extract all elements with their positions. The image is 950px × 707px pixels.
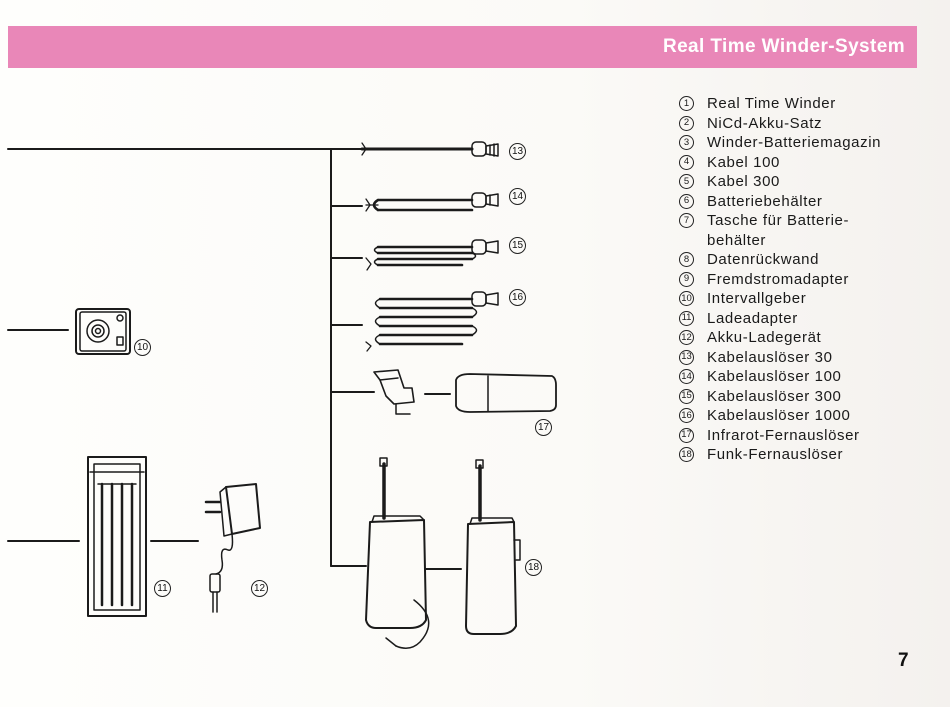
legend-label: NiCd-Akku-Satz	[707, 114, 823, 132]
legend-number: 8	[679, 252, 694, 267]
legend-item: 1 Real Time Winder	[679, 94, 881, 114]
legend-number: 15	[679, 388, 694, 404]
callout-12: 12	[251, 580, 268, 597]
legend-number: 10	[679, 291, 694, 306]
infrared-remote-drawing	[373, 369, 557, 415]
callout-16: 16	[509, 289, 526, 306]
legend-item: 16 Kabelauslöser 1000	[679, 406, 881, 426]
legend-label: Kabelauslöser 1000	[707, 407, 851, 424]
legend-item: 6 Batteriebehälter	[679, 192, 881, 212]
legend-label: Real Time Winder	[707, 95, 836, 112]
legend-number: 1	[679, 96, 694, 111]
legend-item: 7 Tasche für Batterie- behälter	[679, 211, 881, 250]
legend-item: 14 Kabelauslöser 100	[679, 367, 881, 387]
radio-remote-drawing	[365, 457, 521, 649]
legend-number: 14	[679, 369, 694, 384]
legend-number: 11	[679, 310, 694, 326]
legend-label: Datenrückwand	[707, 251, 820, 268]
legend-item: 3 Winder-Batteriemagazin	[679, 133, 881, 153]
legend-number: 16	[679, 408, 694, 423]
legend-item: 9 Fremdstromadapter	[679, 270, 881, 290]
legend-label: Batteriebehälter	[707, 192, 823, 210]
legend-item: 13 Kabelauslöser 30	[679, 348, 881, 368]
legend-label: Kabelauslöser 300	[707, 387, 842, 405]
legend-label: Funk-Fernauslöser	[707, 446, 844, 463]
legend-number: 17	[679, 427, 694, 443]
connector-lines	[7, 148, 462, 570]
legend-label: Tasche für Batterie- behälter	[707, 212, 850, 249]
callout-10: 10	[134, 339, 151, 356]
page-number: 7	[898, 650, 909, 671]
legend-label: Kabelauslöser 100	[707, 368, 842, 385]
legend-number: 5	[679, 174, 694, 189]
legend-item: 11 Ladeadapter	[679, 309, 881, 329]
legend-label: Akku-Ladegerät	[707, 329, 822, 346]
callout-17: 17	[535, 419, 552, 436]
charging-adapter-drawing	[87, 456, 147, 617]
legend-label: Kabelauslöser 30	[707, 348, 833, 366]
legend-number: 3	[679, 135, 694, 150]
legend-item: 8 Datenrückwand	[679, 250, 881, 270]
callout-15: 15	[509, 237, 526, 254]
legend-label: Kabel 300	[707, 173, 780, 190]
header-bar: Real Time Winder-System	[8, 26, 917, 68]
cable-release-300-drawing	[365, 239, 499, 271]
cable-release-1000-drawing	[365, 291, 499, 352]
legend-number: 18	[679, 447, 694, 462]
legend-item: 18 Funk-Fernauslöser	[679, 445, 881, 465]
legend-number: 6	[679, 193, 694, 209]
legend-item: 15 Kabelauslöser 300	[679, 387, 881, 407]
intervalometer-drawing	[75, 308, 131, 355]
callout-14: 14	[509, 188, 526, 205]
legend-item: 4 Kabel 100	[679, 153, 881, 173]
callout-11: 11	[154, 580, 171, 597]
callout-13: 13	[509, 143, 526, 160]
battery-charger-drawing	[204, 483, 261, 613]
legend-label: Intervallgeber	[707, 290, 807, 307]
legend-item: 17 Infrarot-Fernauslöser	[679, 426, 881, 446]
legend-number: 9	[679, 271, 694, 287]
legend-number: 2	[679, 115, 694, 131]
legend-item: 2 NiCd-Akku-Satz	[679, 114, 881, 134]
legend-label: Winder-Batteriemagazin	[707, 134, 882, 151]
legend-item: 12 Akku-Ladegerät	[679, 328, 881, 348]
legend-label: Ladeadapter	[707, 309, 798, 327]
parts-legend: 1 Real Time Winder 2 NiCd-Akku-Satz 3 Winder-…	[679, 94, 881, 465]
legend-label: Fremdstromadapter	[707, 270, 849, 288]
cable-release-30-drawing	[360, 141, 499, 157]
legend-number: 7	[679, 213, 694, 228]
legend-item: 10 Intervallgeber	[679, 289, 881, 309]
legend-number: 4	[679, 154, 694, 170]
legend-item: 5 Kabel 300	[679, 172, 881, 192]
legend-number: 12	[679, 330, 694, 345]
page-title: Real Time Winder-System	[662, 36, 905, 57]
callout-18: 18	[525, 559, 542, 576]
cable-release-100-drawing	[365, 192, 499, 212]
legend-number: 13	[679, 349, 694, 365]
legend-label: Infrarot-Fernauslöser	[707, 426, 860, 444]
legend-label: Kabel 100	[707, 153, 780, 171]
